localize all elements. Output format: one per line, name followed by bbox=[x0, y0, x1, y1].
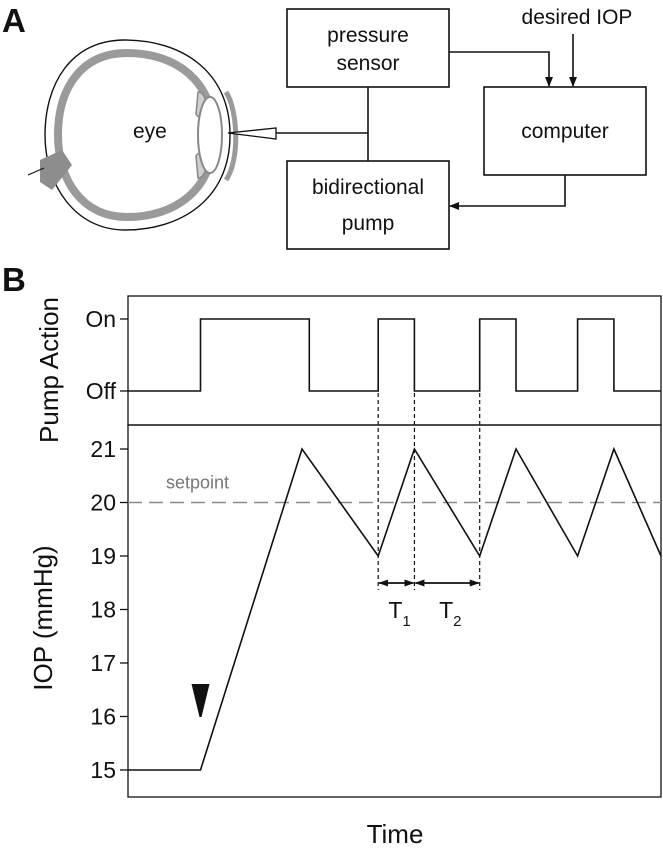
computer-label: computer bbox=[521, 120, 609, 143]
sensor-to-computer-arrow bbox=[449, 51, 553, 87]
computer-box bbox=[483, 86, 647, 176]
pressure-sensor-line1: pressure bbox=[327, 24, 409, 47]
pump-axis-title: Pump Action bbox=[34, 297, 64, 443]
pump-box bbox=[286, 160, 450, 250]
pump-tick-label-off: Off bbox=[86, 378, 117, 404]
pump-line2: pump bbox=[342, 212, 395, 235]
iop-tick-label: 18 bbox=[90, 597, 116, 623]
pressure-sensor-line2: sensor bbox=[336, 52, 399, 75]
pump-tick-label-on: On bbox=[85, 306, 116, 332]
desired-iop-label: desired IOP bbox=[522, 6, 633, 29]
pressure-sensor-box bbox=[286, 8, 450, 88]
period-label-t2: T2 bbox=[439, 597, 461, 630]
iop-series-line bbox=[128, 446, 662, 771]
period-label-subscript: 1 bbox=[402, 613, 410, 630]
iop-tick-label: 21 bbox=[90, 436, 116, 462]
panel-label-a: A bbox=[2, 2, 26, 39]
panel-label-b: B bbox=[2, 261, 26, 298]
x-axis-title: Time bbox=[367, 819, 424, 849]
start-marker-icon bbox=[191, 684, 210, 717]
period-label-letter: T bbox=[439, 597, 453, 623]
setpoint-label: setpoint bbox=[166, 473, 229, 493]
iop-axis-title: IOP (mmHg) bbox=[28, 545, 58, 690]
computer-to-pump-arrow bbox=[449, 175, 566, 210]
iop-tick-label: 16 bbox=[90, 704, 116, 730]
iop-tick-label: 19 bbox=[90, 543, 116, 569]
pump-plot-frame bbox=[127, 295, 662, 426]
pump-action-plot: Off On bbox=[85, 295, 662, 426]
pump-line1: bidirectional bbox=[312, 176, 424, 199]
eye-label: eye bbox=[133, 120, 167, 143]
iop-plot-frame bbox=[127, 424, 662, 798]
period-label-letter: T bbox=[388, 597, 402, 623]
pump-series-line bbox=[128, 318, 661, 392]
iop-tick-label: 15 bbox=[90, 757, 116, 783]
eye-illustration bbox=[27, 39, 239, 231]
iop-tick-label: 17 bbox=[90, 650, 116, 676]
period-label-t1: T1 bbox=[388, 597, 410, 630]
period-label-subscript: 2 bbox=[453, 613, 461, 630]
iop-tick-label: 20 bbox=[90, 490, 116, 516]
